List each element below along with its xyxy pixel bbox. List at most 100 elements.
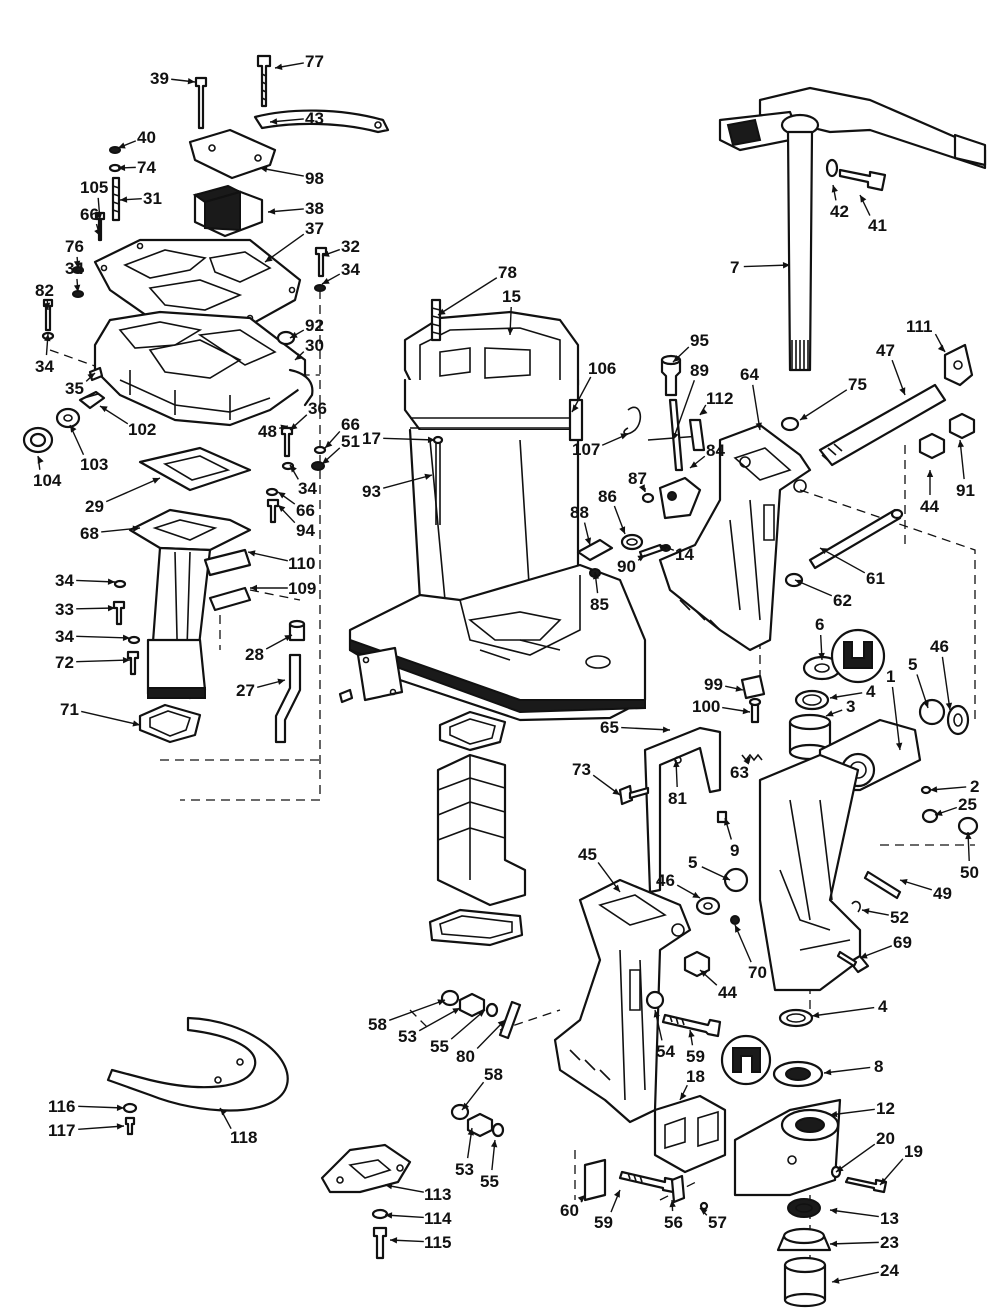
part-callout-number: 66 bbox=[80, 205, 99, 224]
callout-leader bbox=[835, 1143, 876, 1173]
part-callout-number: 107 bbox=[572, 440, 600, 459]
callout-arrowhead bbox=[107, 604, 115, 612]
part-screw-11 bbox=[338, 688, 354, 704]
part-sleeve-24 bbox=[783, 1256, 827, 1308]
callout-arrowhead bbox=[477, 1010, 485, 1017]
callout-arrowhead bbox=[462, 1102, 470, 1110]
part-screw-100 bbox=[748, 697, 762, 724]
part-callout-number: 65 bbox=[600, 718, 619, 737]
part-callout-number: 72 bbox=[55, 653, 74, 672]
callout-arrowhead bbox=[860, 952, 868, 959]
part-callout-number: 40 bbox=[137, 128, 156, 147]
part-bushing-5-washer-46 bbox=[918, 698, 970, 736]
callout-leader bbox=[829, 1241, 879, 1245]
part-callout-number: 34 bbox=[298, 479, 317, 498]
callout-arrowhead bbox=[830, 1240, 838, 1247]
part-callout-number: 59 bbox=[686, 1047, 705, 1066]
callout-arrowhead bbox=[735, 925, 741, 933]
callout-arrowhead bbox=[742, 707, 750, 715]
part-clip-56-57 bbox=[670, 1174, 709, 1211]
part-callout-number: 32 bbox=[341, 237, 360, 256]
part-callout-number: 43 bbox=[305, 109, 324, 128]
part-rod-61 bbox=[808, 508, 904, 570]
callout-arrowhead bbox=[278, 492, 286, 499]
part-nuts-44-91 bbox=[918, 412, 976, 460]
callout-arrowhead bbox=[260, 166, 268, 173]
callout-arrowhead bbox=[700, 408, 708, 415]
part-plate-60 bbox=[583, 1158, 607, 1202]
part-bushing-4-lower bbox=[778, 1008, 814, 1028]
callout-arrowhead bbox=[290, 423, 298, 430]
part-nut-75 bbox=[780, 416, 800, 432]
callout-arrowhead bbox=[497, 1020, 505, 1028]
part-bolt-94-washer-66 bbox=[265, 487, 280, 524]
part-bracket-43 bbox=[253, 109, 390, 134]
callout-arrowhead bbox=[122, 657, 130, 664]
part-callout-number: 17 bbox=[362, 429, 381, 448]
callout-arrowhead bbox=[880, 1177, 888, 1185]
callout-arrowhead bbox=[782, 262, 790, 269]
part-hardware-34-33-72 bbox=[112, 579, 141, 676]
callout-arrowhead bbox=[937, 344, 945, 352]
callout-arrowhead bbox=[724, 818, 731, 826]
part-ring-86 bbox=[620, 533, 644, 551]
callout-arrowhead bbox=[43, 302, 51, 310]
part-callout-number: 73 bbox=[572, 760, 591, 779]
callout-arrowhead bbox=[73, 260, 81, 268]
callout-arrowhead bbox=[830, 1110, 838, 1118]
callout-arrowhead bbox=[957, 440, 965, 448]
part-exhaust-housing-15 bbox=[348, 310, 647, 722]
part-grommet-104 bbox=[22, 426, 54, 454]
part-callout-number: 94 bbox=[296, 521, 315, 540]
part-callout-number: 30 bbox=[305, 336, 324, 355]
callout-leader bbox=[621, 726, 671, 731]
part-callout-number: 57 bbox=[708, 1213, 727, 1232]
callout-leader bbox=[799, 389, 848, 421]
callout-arrowhead bbox=[268, 208, 276, 215]
callout-arrowhead bbox=[945, 702, 953, 710]
part-callout-number: 85 bbox=[590, 595, 609, 614]
callout-leader bbox=[743, 264, 791, 268]
part-block-18 bbox=[653, 1094, 727, 1174]
part-callout-number: 23 bbox=[880, 1233, 899, 1252]
part-callout-number: 90 bbox=[617, 557, 636, 576]
part-callout-number: 2 bbox=[970, 777, 979, 796]
callout-arrowhead bbox=[826, 710, 834, 717]
part-bolt-69 bbox=[836, 950, 870, 974]
part-callout-number: 13 bbox=[880, 1209, 899, 1228]
callout-arrowhead bbox=[812, 1011, 820, 1019]
callout-arrowhead bbox=[280, 424, 288, 431]
callout-arrowhead bbox=[818, 652, 825, 660]
part-block-99 bbox=[740, 674, 766, 700]
part-cap-113 bbox=[320, 1143, 412, 1194]
callout-arrowhead bbox=[688, 1030, 695, 1038]
callout-arrowhead bbox=[935, 809, 943, 816]
part-callout-number: 77 bbox=[305, 52, 324, 71]
callout-leader bbox=[259, 167, 304, 177]
callout-arrowhead bbox=[722, 874, 730, 880]
callout-arrowhead bbox=[619, 526, 626, 534]
part-callout-number: 74 bbox=[137, 158, 156, 177]
part-callout-number: 44 bbox=[718, 983, 737, 1002]
callout-arrowhead bbox=[669, 1200, 676, 1208]
part-callout-number: 4 bbox=[878, 997, 888, 1016]
callout-arrowhead bbox=[100, 406, 108, 413]
part-callout-number: 60 bbox=[560, 1201, 579, 1220]
callout-leader bbox=[76, 635, 131, 639]
part-callout-number: 53 bbox=[455, 1160, 474, 1179]
part-callout-number: 110 bbox=[288, 554, 315, 573]
part-callout-number: 19 bbox=[904, 1142, 923, 1161]
part-callout-number: 69 bbox=[893, 933, 912, 952]
part-clamp-bracket-64 bbox=[658, 423, 812, 652]
part-callout-number: 112 bbox=[706, 389, 733, 408]
part-callout-number: 98 bbox=[305, 169, 324, 188]
part-gasket-71 bbox=[138, 703, 202, 744]
part-callout-number: 63 bbox=[730, 763, 749, 782]
callout-arrowhead bbox=[700, 970, 708, 977]
part-callout-number: 93 bbox=[362, 482, 381, 501]
part-exhaust-housing-68 bbox=[128, 508, 252, 700]
part-callout-number: 39 bbox=[150, 69, 169, 88]
callout-arrowhead bbox=[87, 373, 95, 380]
callout-arrowhead bbox=[250, 584, 257, 592]
